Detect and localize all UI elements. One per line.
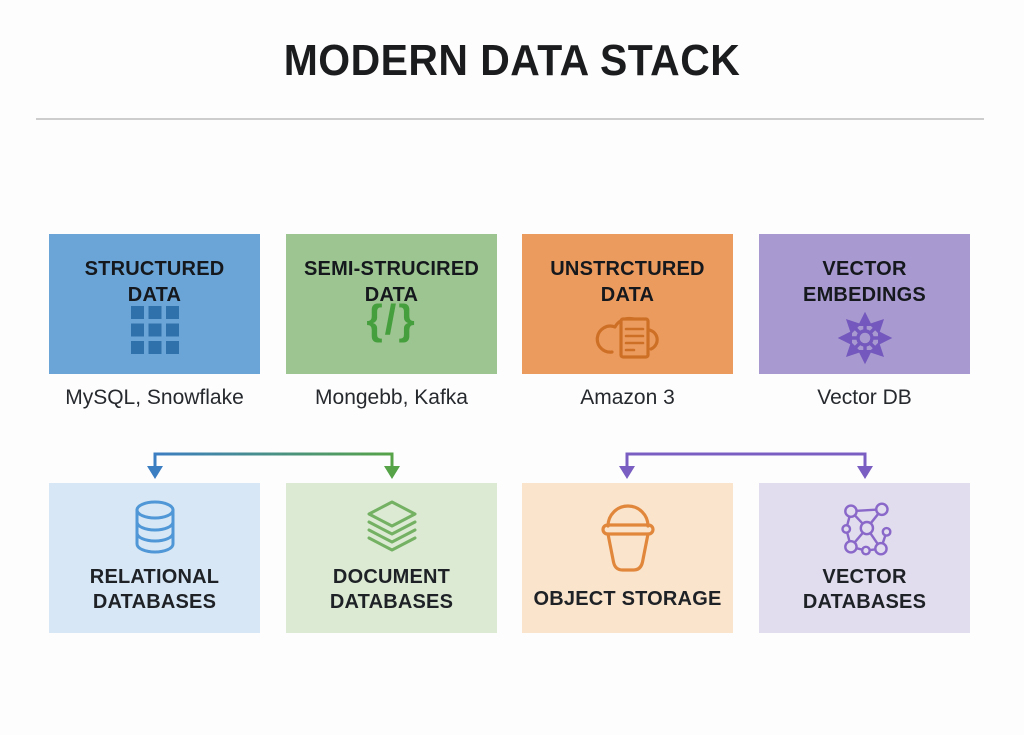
grid-icon xyxy=(49,304,260,356)
bottom-box-relational-databases: RELATIONAL DATABASES xyxy=(49,483,260,633)
bucket-icon xyxy=(522,499,733,575)
bottom-box-label: RELATIONAL DATABASES xyxy=(89,566,220,613)
box-title: UNSTRCTURED DATA xyxy=(550,258,705,306)
box-title: VECTOR EMBEDINGS xyxy=(803,258,926,306)
bottom-box-label: DOCUMENT DATABASES xyxy=(329,566,454,613)
title-divider xyxy=(36,118,984,120)
database-cylinder-icon xyxy=(49,499,260,557)
caption-semi-structured: Mongebb, Kafka xyxy=(315,386,468,409)
caption-structured: MySQL, Snowflake xyxy=(65,386,244,409)
bottom-box-label: OBJECT STORAGE xyxy=(533,588,722,610)
top-box-structured-data: STRUCTURED DATA xyxy=(49,234,260,374)
top-box-semi-structured-data: SEMI-STRUCIRED DATA {/} xyxy=(286,234,497,374)
network-graph-icon xyxy=(759,499,970,559)
bottom-box-vector-databases: VECTOR DATABASES xyxy=(759,483,970,633)
bottom-box-object-storage: OBJECT STORAGE xyxy=(522,483,733,633)
bottom-box-document-databases: DOCUMENT DATABASES xyxy=(286,483,497,633)
radiating-arrows-icon xyxy=(759,304,970,370)
caption-vector: Vector DB xyxy=(817,386,912,409)
bracket-arrow-right xyxy=(619,452,873,479)
page-title: MODERN DATA STACK xyxy=(283,36,741,85)
cloud-document-icon xyxy=(522,304,733,366)
box-title: SEMI-STRUCIRED DATA xyxy=(303,258,480,306)
top-box-vector-embeddings: VECTOR EMBEDINGS xyxy=(759,234,970,374)
code-braces-icon: {/} xyxy=(366,296,417,343)
caption-unstructured: Amazon 3 xyxy=(580,386,675,409)
box-title: STRUCTURED DATA xyxy=(84,258,225,306)
layers-icon xyxy=(286,499,497,557)
bottom-box-label: VECTOR DATABASES xyxy=(802,566,927,613)
bracket-arrow-left xyxy=(147,452,400,479)
top-box-unstructured-data: UNSTRCTURED DATA xyxy=(522,234,733,374)
